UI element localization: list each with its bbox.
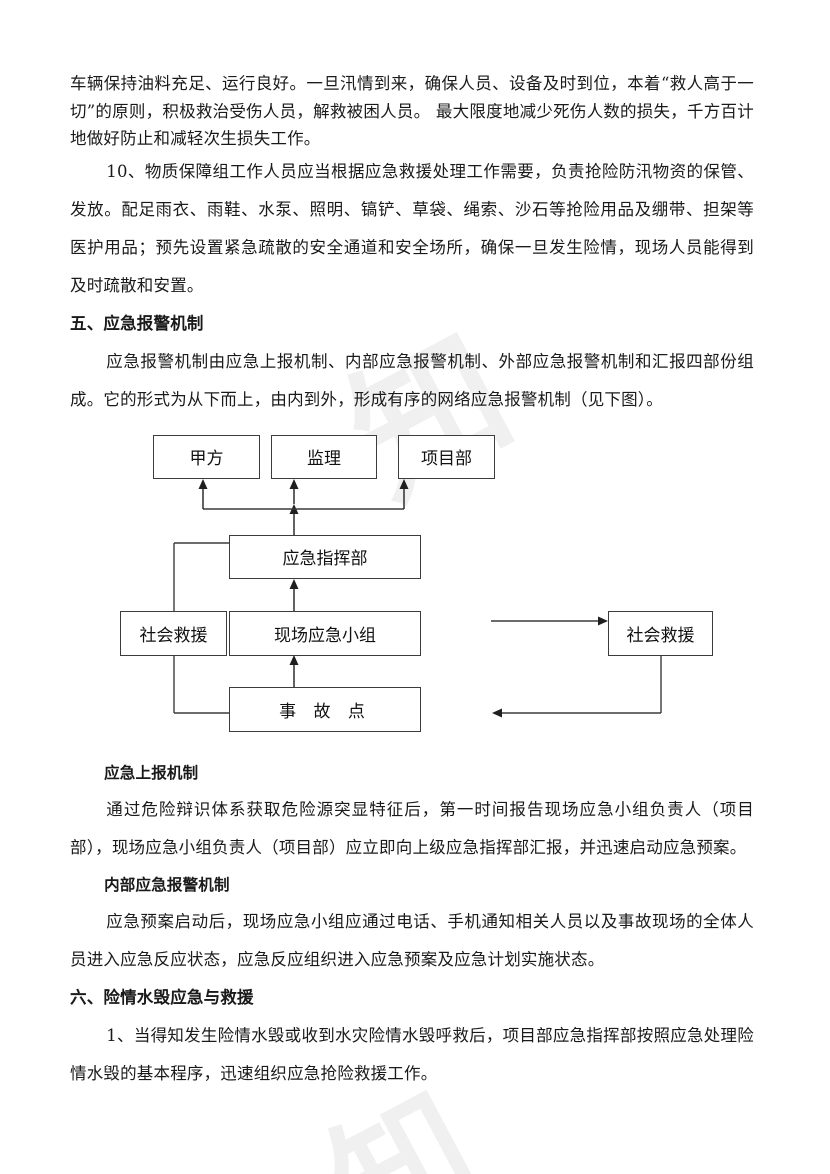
section-heading-five: 五、应急报警机制 bbox=[70, 313, 204, 333]
flowchart-node-social-rescue-left: 社会救援 bbox=[120, 610, 227, 656]
flowchart-node-accident-point: 事 故 点 bbox=[229, 686, 421, 732]
subheading-report-mechanism: 应急上报机制 bbox=[104, 763, 199, 782]
paragraph-alarm-mechanism-intro: 应急报警机制由应急上报机制、内部应急报警机制、外部应急报警机制和汇报四部份组成。… bbox=[70, 351, 754, 409]
emergency-alarm-flowchart: 甲方 监理 项目部 应急指挥部 社会救援 现场应急小组 社会救援 事 故 点 bbox=[70, 425, 754, 755]
top-margin-spacer bbox=[70, 0, 754, 70]
flowchart-node-onsite-team: 现场应急小组 bbox=[229, 610, 421, 656]
flowchart-node-command-center: 应急指挥部 bbox=[229, 534, 421, 579]
paragraph-material-support: 10、物质保障组工作人员应当根据应急救援处理工作需要，负责抢险防汛物资的保管、发… bbox=[70, 161, 754, 295]
flowchart-node-party-a: 甲方 bbox=[153, 434, 260, 479]
paragraph-report-mechanism-body: 通过危险辩识体系获取危险源突显特征后，第一时间报告现场应急小组负责人（项目部），… bbox=[70, 799, 754, 857]
section-heading-six: 六、险情水毁应急与救援 bbox=[70, 987, 254, 1007]
flowchart-node-project-department: 项目部 bbox=[398, 434, 495, 479]
flowchart-node-supervisor: 监理 bbox=[271, 434, 377, 479]
subheading-internal-alarm-mechanism: 内部应急报警机制 bbox=[104, 875, 230, 894]
paragraph-vehicle-fuel: 车辆保持油料充足、运行良好。一旦汛情到来，确保人员、设备及时到位，本着“救人高于… bbox=[70, 74, 754, 148]
flowchart-node-social-rescue-right: 社会救援 bbox=[608, 610, 713, 656]
paragraph-flood-damage-response: 1、当得知发生险情水毁或收到水灾险情水毁呼救后，项目部应急指挥部按照应急处理险情… bbox=[70, 1025, 754, 1083]
paragraph-internal-alarm-body: 应急预案启动后，现场应急小组应通过电话、手机通知相关人员以及事故现场的全体人员进… bbox=[70, 911, 754, 969]
document-content: 车辆保持油料充足、运行良好。一旦汛情到来，确保人员、设备及时到位，本着“救人高于… bbox=[70, 0, 754, 1093]
